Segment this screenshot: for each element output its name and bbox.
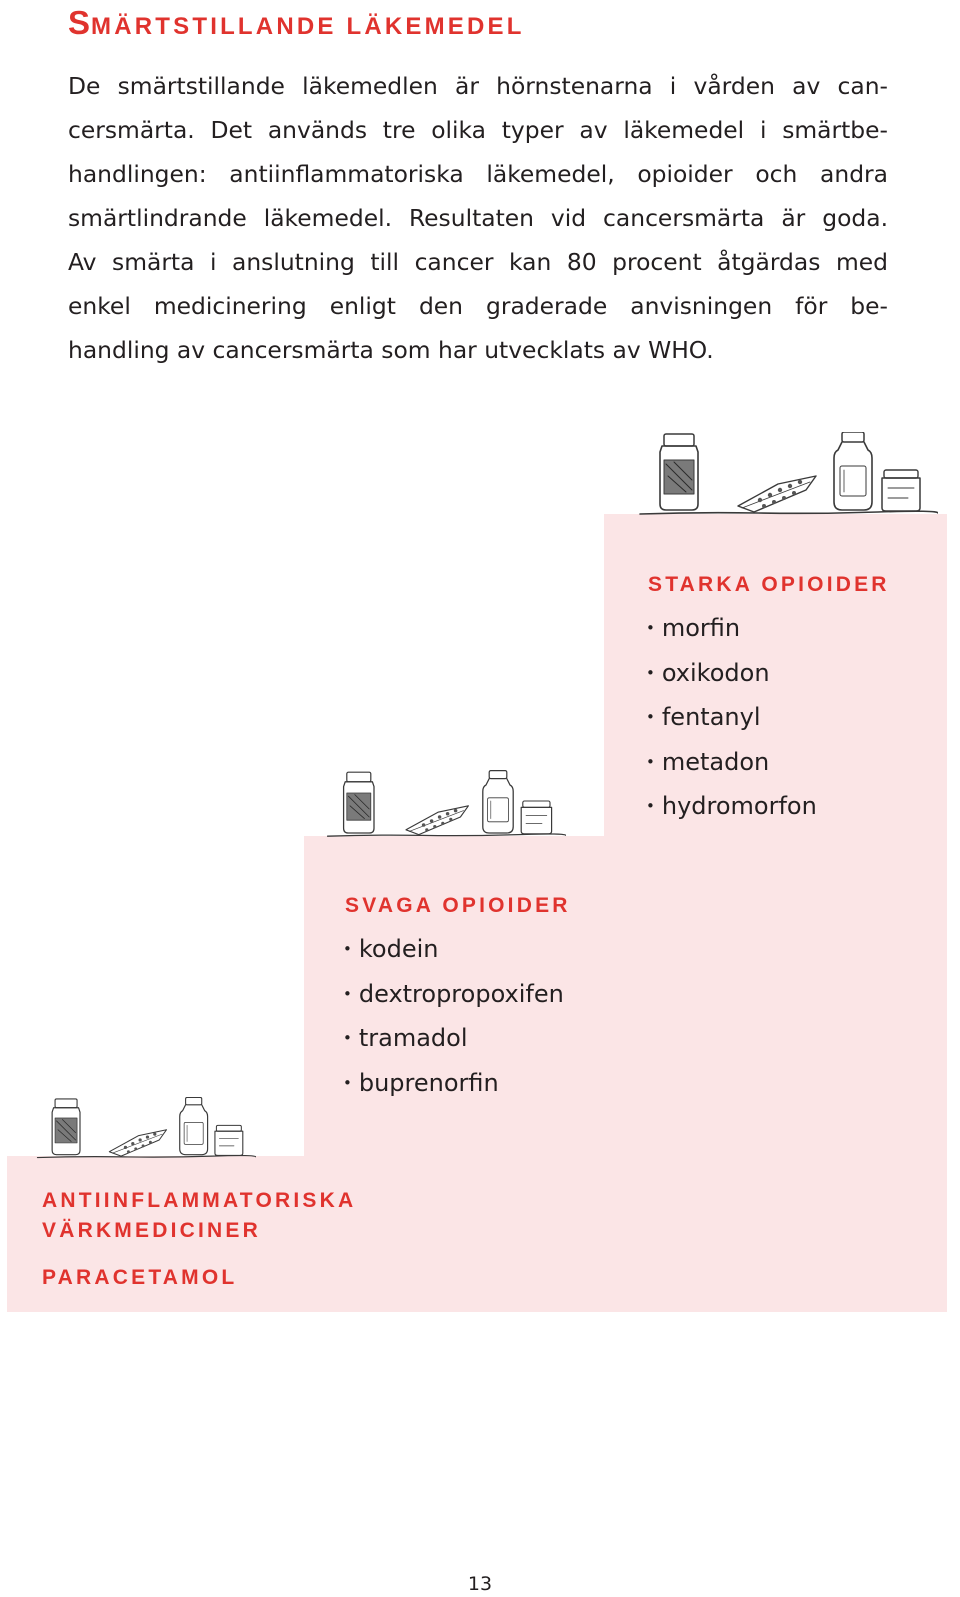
intro-line: cersmärta. Det används tre olika typer a… (68, 116, 888, 144)
medicine-shelf-illustration (639, 432, 938, 515)
heading-initial: S (68, 4, 92, 41)
paracetamol-title: PARACETAMOL (42, 1266, 238, 1289)
intro-line: handling av cancersmärta som har utveckl… (68, 336, 714, 364)
intro-line: De smärtstillande läkemedlen är hörnsten… (68, 72, 888, 100)
list-item: kodein (343, 927, 564, 972)
page-number: 13 (467, 1573, 493, 1595)
heading-rest: MÄRTSTILLANDE LÄKEMEDEL (91, 13, 525, 40)
intro-line: handlingen: antiinflammatoriska läkemede… (68, 160, 888, 188)
list-item: oxikodon (646, 651, 817, 696)
strong-opioids-title: STARKA OPIOIDER (648, 573, 890, 596)
intro-line: enkel medicinering enligt den graderade … (68, 292, 888, 320)
intro-paragraph: De smärtstillande läkemedlen är hörnsten… (68, 64, 888, 372)
intro-line: Av smärta i anslutning till cancer kan 8… (68, 248, 888, 276)
list-item: dextropropoxifen (343, 972, 564, 1017)
intro-line: smärtlindrande läkemedel. Resultaten vid… (68, 204, 888, 232)
list-item: morfin (646, 606, 817, 651)
antiinflammatory-title-line1: ANTIINFLAMMATORISKA (42, 1189, 357, 1212)
list-item: fentanyl (646, 695, 817, 740)
weak-opioids-list: kodein dextropropoxifen tramadol bupreno… (343, 927, 564, 1105)
medicine-shelf-illustration (326, 769, 566, 837)
list-item: metadon (646, 740, 817, 785)
list-item: buprenorfin (343, 1061, 564, 1106)
page-heading: SMÄRTSTILLANDE LÄKEMEDEL (68, 4, 525, 42)
weak-opioids-title: SVAGA OPIOIDER (345, 894, 571, 917)
step-antiinflammatory (7, 1156, 947, 1312)
medicine-shelf-illustration (36, 1097, 256, 1159)
antiinflammatory-title-line2: VÄRKMEDICINER (42, 1219, 261, 1242)
list-item: hydromorfon (646, 784, 817, 829)
strong-opioids-list: morfin oxikodon fentanyl metadon hydromo… (646, 606, 817, 829)
list-item: tramadol (343, 1016, 564, 1061)
